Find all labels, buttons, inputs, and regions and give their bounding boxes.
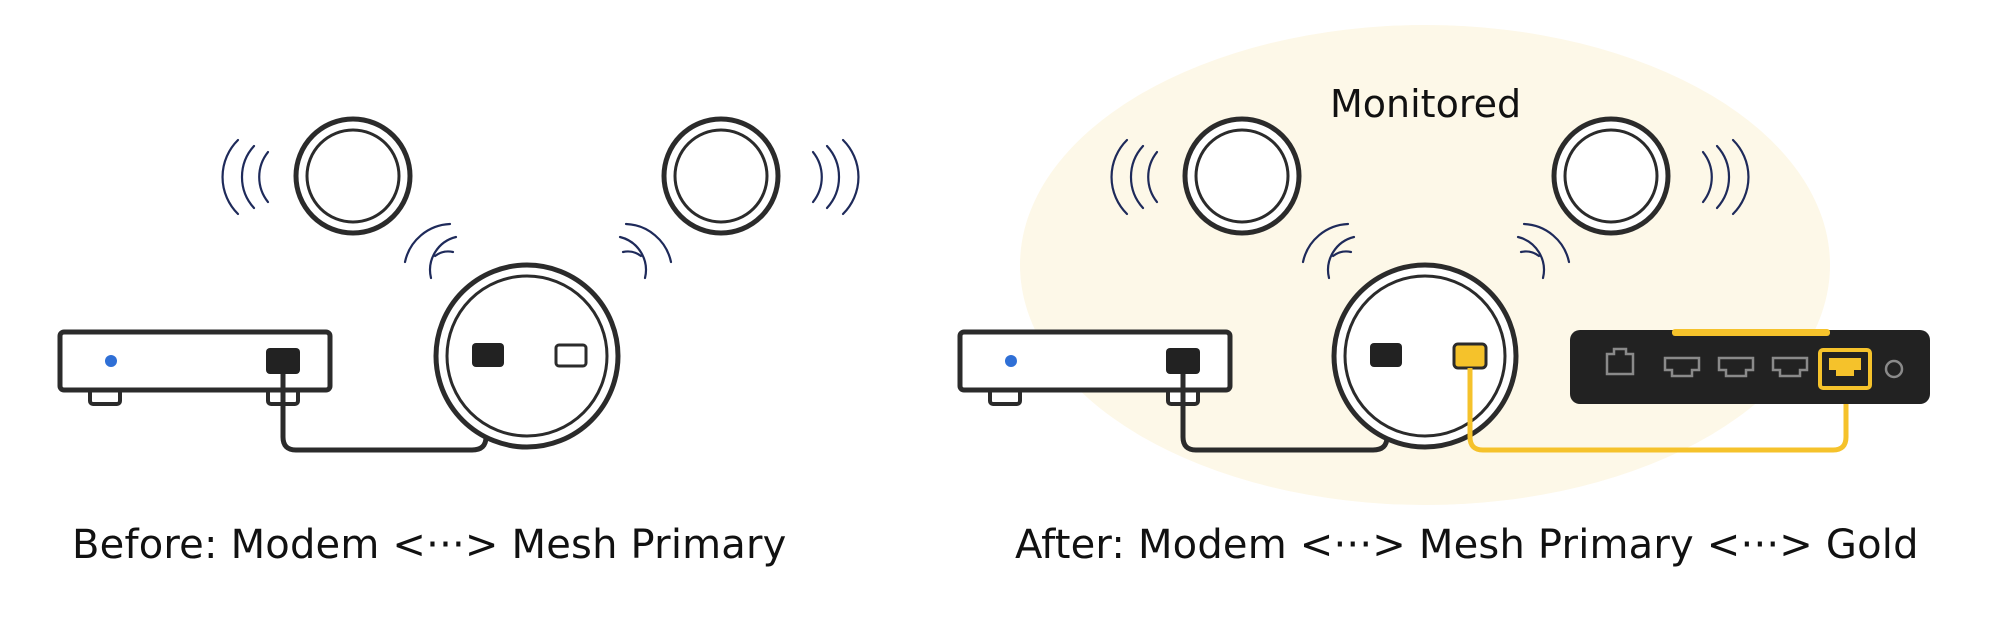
mesh-satellite-icon (293, 116, 413, 236)
modem-led (1005, 355, 1017, 367)
wifi-signal-icon (403, 222, 458, 280)
monitored-zone-label: Monitored (1330, 82, 1522, 126)
mesh-satellite-icon (661, 116, 781, 236)
modem-led (105, 355, 117, 367)
gold-status-bar (1672, 329, 1830, 336)
wifi-signal-icon (1516, 222, 1571, 280)
mesh-primary-port-wan (1370, 343, 1402, 367)
wifi-signal-icon (1301, 222, 1356, 280)
mesh-primary-port-wan (472, 343, 504, 367)
wifi-signal-icon (221, 138, 270, 216)
wifi-signal-icon (618, 222, 673, 280)
gold-power-indicator (1884, 359, 1904, 379)
caption-before: Before: Modem <···> Mesh Primary (72, 522, 787, 568)
ethernet-cable-icon (1180, 358, 1390, 453)
modem-icon (57, 329, 333, 406)
modem-ethernet-port (266, 348, 300, 374)
wifi-signal-icon (1701, 138, 1750, 216)
mesh-primary-icon (1331, 262, 1519, 450)
wifi-signal-icon (811, 138, 860, 216)
mesh-satellite-icon (1551, 116, 1671, 236)
modem-ethernet-port (1166, 348, 1200, 374)
mesh-primary-port-lan (1452, 342, 1488, 370)
gold-highlight-port (1818, 348, 1872, 390)
caption-after: After: Modem <···> Mesh Primary <···> Go… (1015, 522, 1919, 568)
gold-router-icon (1570, 329, 1930, 404)
mesh-satellite-icon (1182, 116, 1302, 236)
mesh-primary-port-lan (554, 343, 588, 368)
wifi-signal-icon (1110, 138, 1159, 216)
ethernet-cable-icon (280, 358, 489, 453)
before-diagram (57, 116, 860, 453)
mesh-primary-icon (433, 262, 621, 450)
after-diagram (957, 116, 1930, 453)
ethernet-cable-icon (1467, 368, 1849, 453)
